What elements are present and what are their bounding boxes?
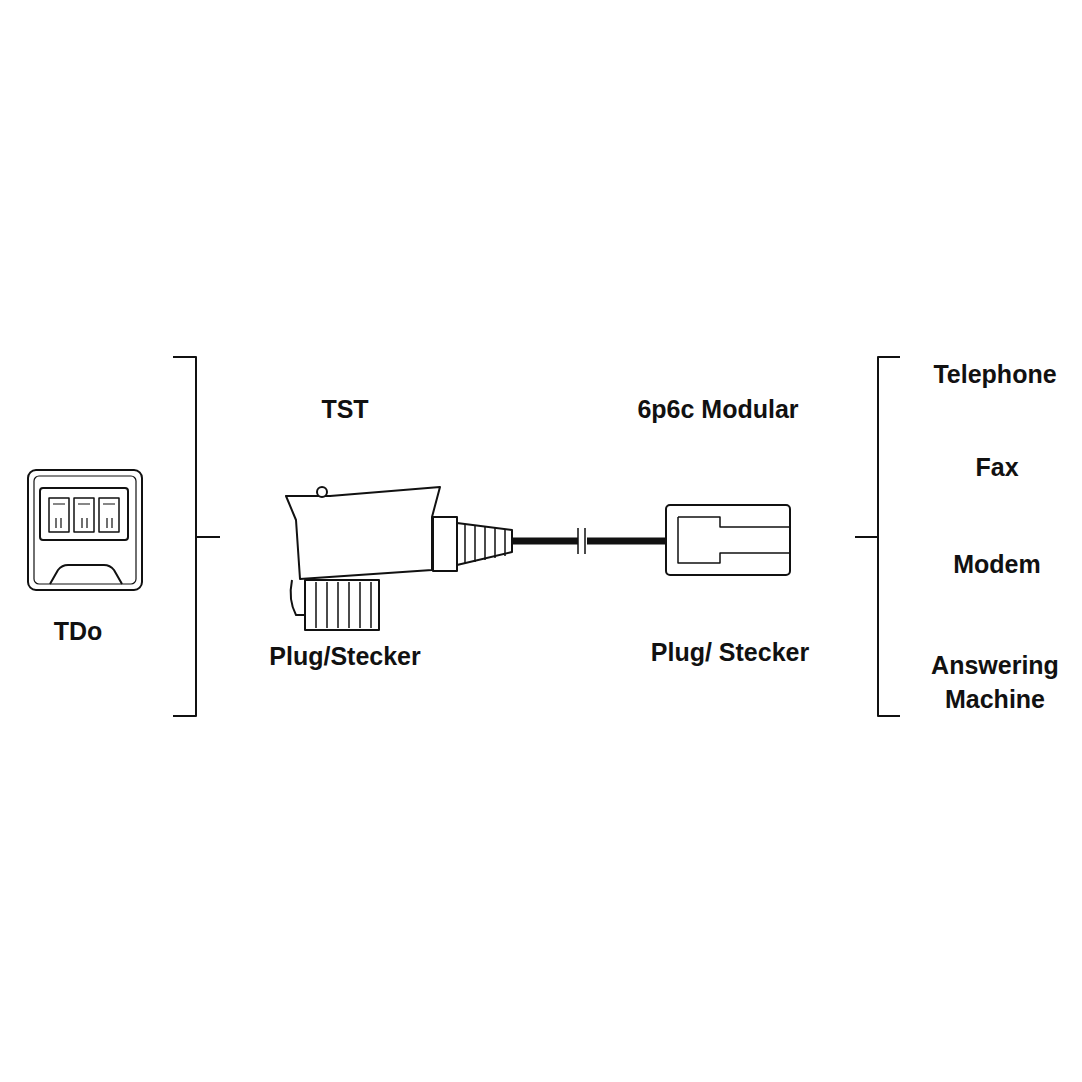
cable [512,528,668,554]
plug-label: Plug/ Stecker [651,636,809,670]
device-label: Modem [953,548,1041,582]
device-label: Answering Machine [920,649,1070,717]
plug-label: Plug/Stecker [269,640,420,674]
right-bracket [855,357,900,716]
connector-label: 6p6c Modular [637,393,798,427]
left-bracket [173,357,220,716]
device-label: Telephone [933,358,1056,392]
socket-label: TDo [54,615,103,649]
tst-plug [286,487,512,630]
device-label: Fax [975,451,1018,485]
tdo-socket [28,470,142,590]
modular-plug [666,505,790,575]
connector-label: TST [321,393,368,427]
